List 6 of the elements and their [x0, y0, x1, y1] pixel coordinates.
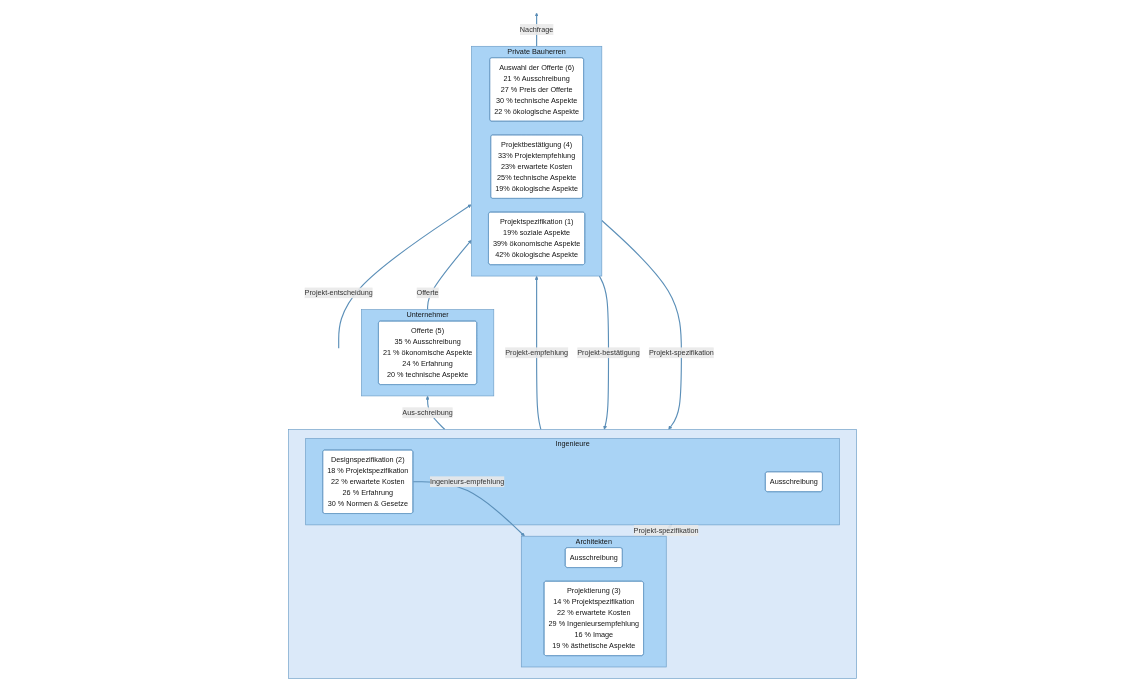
arrow	[338, 204, 473, 349]
cluster	[288, 429, 858, 679]
arrow	[601, 219, 683, 430]
arrow	[599, 275, 610, 430]
arrow	[535, 275, 542, 431]
arrow	[427, 239, 473, 311]
